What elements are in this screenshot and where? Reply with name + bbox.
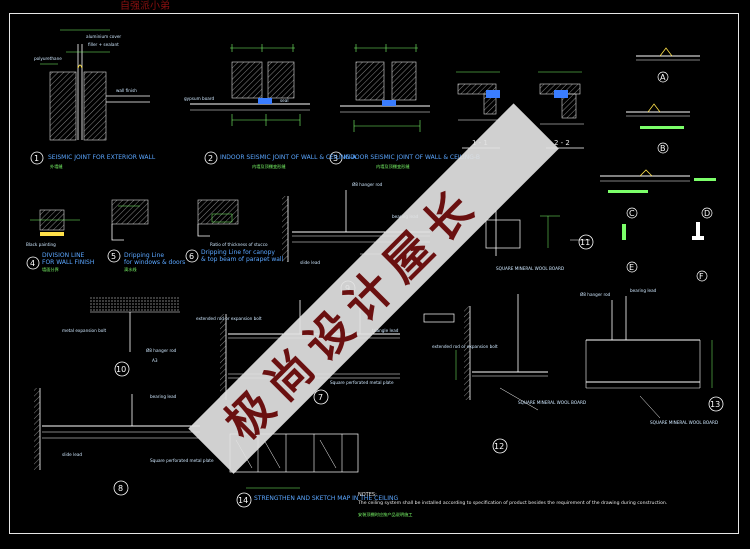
svg-text:INDOOR SEISMIC JOINT OF WALL &: INDOOR SEISMIC JOINT OF WALL & CEILING-B (344, 154, 480, 161)
svg-text:2: 2 (208, 154, 213, 163)
svg-text:Dripping Line for canopy: Dripping Line for canopy (201, 249, 275, 256)
svg-text:内墙及顶棚变形缝: 内墙及顶棚变形缝 (376, 163, 410, 170)
svg-text:14: 14 (238, 496, 248, 505)
svg-text:A: A (660, 73, 666, 82)
svg-text:Ø8 hanger rod: Ø8 hanger rod (352, 182, 383, 187)
svg-text:1: 1 (34, 154, 39, 163)
svg-text:SQUARE MINERAL WOOL BOARD: SQUARE MINERAL WOOL BOARD (496, 266, 564, 271)
svg-text:Ø8 hanger rod: Ø8 hanger rod (146, 348, 177, 353)
svg-text:安装顶棚时应按产品说明施工: 安装顶棚时应按产品说明施工 (358, 511, 412, 518)
svg-text:11: 11 (580, 238, 590, 247)
svg-text:Ratio of thickness of stucco: Ratio of thickness of stucco (210, 242, 268, 247)
svg-text:triangle lead: triangle lead (372, 328, 399, 333)
detail-1-drawing: aluminium cover filler + sealant polyure… (34, 29, 150, 141)
svg-text:Black painting: Black painting (26, 242, 56, 247)
svg-text:& top beam of parapet wall: & top beam of parapet wall (201, 256, 284, 263)
svg-text:D: D (704, 209, 710, 218)
details-4-6-drawing: Black painting Ratio of thickness of stu… (26, 199, 268, 247)
detail-10-drawing: metal expansion bolt Ø8 hanger rod A3 (62, 296, 180, 363)
svg-text:FOR WALL FINISH: FOR WALL FINISH (42, 259, 94, 266)
svg-text:SEISMIC JOINT FOR EXTERIOR WAL: SEISMIC JOINT FOR EXTERIOR WALL (48, 154, 156, 161)
detail-8-drawing: bearing lead slide lead Square perforate… (34, 388, 214, 470)
detail-number-markers: 1 2 3 4 5 6 7 8 9 10 11 12 13 1 (26, 151, 724, 508)
svg-text:E: E (629, 263, 634, 272)
svg-text:polyurethane: polyurethane (34, 56, 62, 61)
svg-text:INDOOR SEISMIC JOINT OF WALL &: INDOOR SEISMIC JOINT OF WALL & CEILING-A (220, 154, 357, 161)
detail-2-drawing: gypsum board seal (184, 44, 310, 126)
svg-text:6: 6 (189, 252, 194, 261)
svg-text:slide lead: slide lead (62, 452, 82, 457)
svg-text:B: B (660, 144, 666, 153)
svg-text:滴水线: 滴水线 (124, 266, 137, 273)
svg-text:12: 12 (494, 442, 504, 451)
detail-3-drawing (340, 44, 430, 132)
sections-drawing (456, 71, 584, 149)
notes-block: STRENGTHEN AND SKETCH MAP IN THE CEILING… (254, 492, 667, 518)
svg-text:13: 13 (710, 400, 720, 409)
svg-text:8: 8 (118, 484, 123, 493)
svg-text:seal: seal (280, 98, 289, 103)
svg-text:metal expansion bolt: metal expansion bolt (62, 328, 106, 333)
svg-text:10: 10 (116, 365, 126, 374)
svg-text:extended rod or expansion bolt: extended rod or expansion bolt (432, 344, 498, 349)
detail-12-drawing: extended rod or expansion bolt SQUARE MI… (423, 294, 586, 411)
letter-tag-markers: A B C D E F (626, 71, 713, 282)
svg-text:C: C (629, 209, 635, 218)
svg-text:Square perforated metal plate: Square perforated metal plate (330, 380, 394, 385)
svg-text:filler + sealant: filler + sealant (88, 42, 119, 47)
svg-text:SQUARE MINERAL WOOL BOARD: SQUARE MINERAL WOOL BOARD (650, 420, 718, 425)
svg-text:DIVISION LINE: DIVISION LINE (42, 252, 85, 259)
svg-text:NOTES:: NOTES: (358, 492, 377, 498)
svg-text:bearing lead: bearing lead (630, 288, 657, 293)
svg-text:STRENGTHEN AND SKETCH MAP IN T: STRENGTHEN AND SKETCH MAP IN THE CEILING (254, 495, 398, 502)
svg-text:2 - 2: 2 - 2 (554, 139, 570, 147)
svg-text:4: 4 (30, 259, 35, 268)
svg-text:内墙及顶棚变形缝: 内墙及顶棚变形缝 (252, 163, 286, 170)
svg-text:外墙缝: 外墙缝 (50, 163, 63, 170)
svg-text:A3: A3 (152, 358, 158, 363)
svg-text:5: 5 (111, 252, 116, 261)
svg-text:wall finish: wall finish (116, 88, 137, 93)
svg-text:for windows & doors: for windows & doors (124, 259, 185, 266)
detail-13-drawing: Ø8 hanger rod bearing lead SQUARE MINERA… (580, 288, 718, 425)
svg-text:墙面分界: 墙面分界 (42, 266, 60, 273)
svg-text:Dripping Line: Dripping Line (124, 252, 164, 259)
svg-text:aluminium cover: aluminium cover (86, 34, 121, 39)
svg-text:The ceiling system shall be in: The ceiling system shall be installed ac… (357, 500, 667, 506)
drawing-border (9, 13, 739, 534)
svg-text:F: F (699, 272, 704, 281)
svg-text:extended rod or expansion bolt: extended rod or expansion bolt (196, 316, 262, 321)
svg-text:bearing lead: bearing lead (150, 394, 177, 399)
svg-text:3: 3 (333, 154, 338, 163)
svg-text:SQUARE MINERAL WOOL BOARD: SQUARE MINERAL WOOL BOARD (518, 400, 586, 405)
svg-text:Square perforated metal plate: Square perforated metal plate (150, 458, 214, 463)
svg-text:slide lead: slide lead (300, 260, 320, 265)
top-watermark: 自强派小弟 (120, 1, 170, 12)
letter-details-drawing (570, 47, 716, 241)
svg-text:7: 7 (318, 393, 323, 402)
svg-text:gypsum board: gypsum board (184, 96, 214, 101)
svg-text:极尚设计屋长: 极尚设计屋长 (214, 175, 490, 451)
svg-text:Ø8 hanger rod: Ø8 hanger rod (580, 292, 611, 297)
